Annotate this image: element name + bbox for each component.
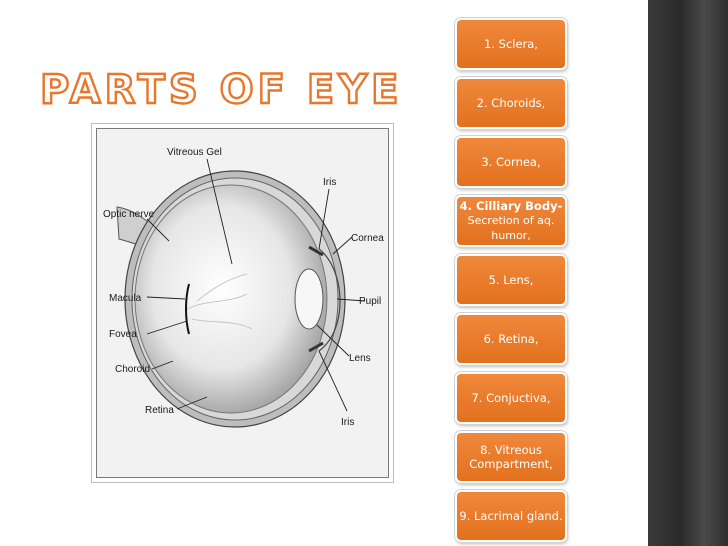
part-detail: Secretion of aq. humor, [467, 214, 555, 242]
part-box-cornea: 3. Cornea, [455, 136, 567, 188]
label-cornea: Cornea [351, 233, 384, 244]
part-box-choroids: 2. Choroids, [455, 77, 567, 129]
label-choroid: Choroid [115, 364, 150, 375]
decorative-side-strip [648, 0, 728, 546]
part-label: 8. Vitreous Compartment, [469, 443, 553, 471]
part-label: 6. Retina, [483, 332, 539, 346]
part-label: 5. Lens, [488, 273, 534, 287]
label-iris-top: Iris [323, 177, 336, 188]
eye-diagram: Vitreous Gel Iris Optic nerve Cornea Mac… [96, 128, 389, 478]
label-pupil: Pupil [359, 296, 381, 307]
part-label: 9. Lacrimal gland. [459, 509, 563, 523]
label-vitreous-gel: Vitreous Gel [167, 147, 222, 158]
label-macula: Macula [109, 293, 142, 304]
part-label: 3. Cornea, [481, 155, 541, 169]
part-box-cilliary-body: 4. Cilliary Body- Secretion of aq. humor… [455, 195, 567, 247]
label-retina: Retina [145, 405, 174, 416]
part-label: 1. Sclera, [484, 37, 538, 51]
label-optic-nerve: Optic nerve [103, 209, 155, 220]
page-title: PARTS OF EYE [39, 67, 403, 113]
part-label: 2. Choroids, [476, 96, 546, 110]
eye-diagram-svg: Vitreous Gel Iris Optic nerve Cornea Mac… [103, 147, 384, 428]
part-box-sclera: 1. Sclera, [455, 18, 567, 70]
label-lens: Lens [349, 353, 371, 364]
part-box-lens: 5. Lens, [455, 254, 567, 306]
part-box-conjuctiva: 7. Conjuctiva, [455, 372, 567, 424]
iris-shape [308, 245, 324, 353]
part-label: 7. Conjuctiva, [471, 391, 551, 405]
part-box-vitreous-compartment: 8. Vitreous Compartment, [455, 431, 567, 483]
part-box-lacrimal-gland: 9. Lacrimal gland. [455, 490, 567, 542]
part-box-retina: 6. Retina, [455, 313, 567, 365]
part-label: 4. Cilliary Body- [459, 199, 563, 213]
label-fovea: Fovea [109, 329, 137, 340]
lens-shape [294, 268, 324, 330]
label-iris-bottom: Iris [341, 417, 354, 428]
